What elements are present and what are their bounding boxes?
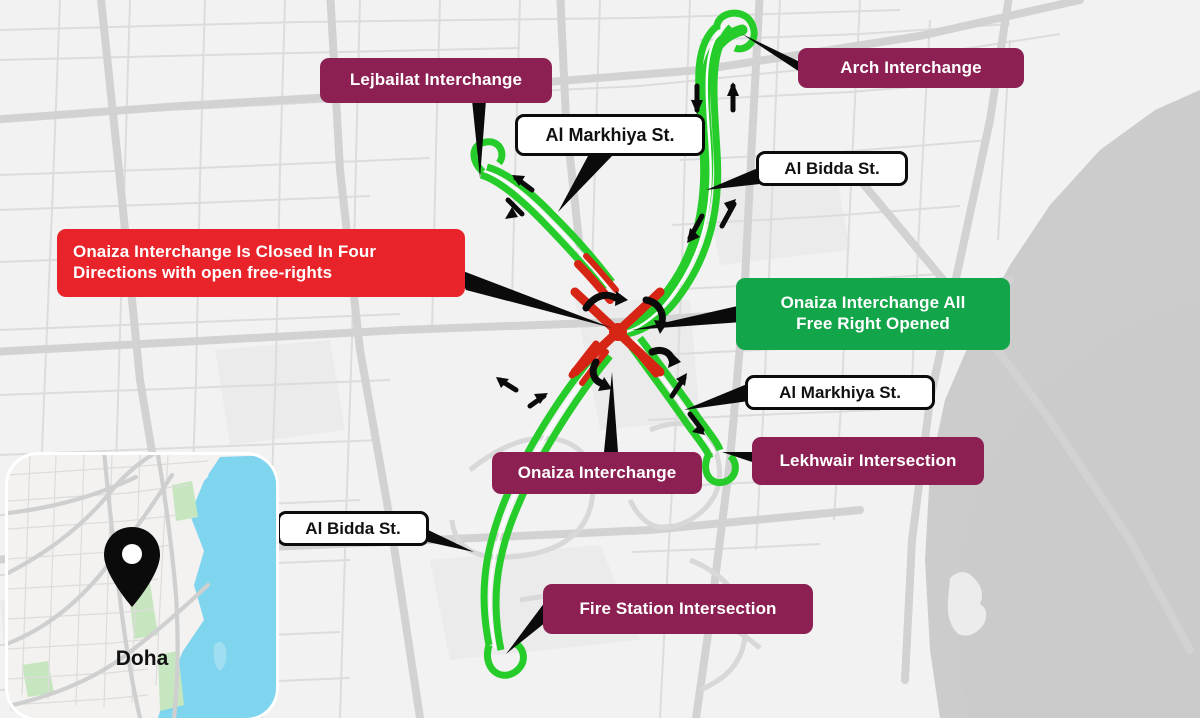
street-label-al-markhiya-right[interactable]: Al Markhiya St. <box>745 375 935 410</box>
leader-onaiza <box>604 372 618 452</box>
callout-label: Fire Station Intersection <box>579 598 777 618</box>
inset-map-graphic <box>8 455 276 718</box>
callout-label: Lekhwair Intersection <box>779 450 957 470</box>
callout-arch-interchange[interactable]: Arch Interchange <box>798 48 1024 88</box>
callout-lejbailat-interchange[interactable]: Lejbailat Interchange <box>320 58 552 103</box>
leader-al-markhiya-top <box>558 156 612 212</box>
callout-onaiza-free-right[interactable]: Onaiza Interchange All Free Right Opened <box>736 278 1010 350</box>
callout-label: Arch Interchange <box>840 57 982 77</box>
leader-lejbailat <box>472 100 486 178</box>
street-label-al-bidda-top[interactable]: Al Bidda St. <box>756 151 908 186</box>
callout-fire-station-intersection[interactable]: Fire Station Intersection <box>543 584 813 634</box>
street-label-text: Al Markhiya St. <box>545 124 675 145</box>
location-pin-icon <box>104 527 160 607</box>
route-ne <box>612 9 758 338</box>
callout-onaiza-interchange[interactable]: Onaiza Interchange <box>492 452 702 494</box>
street-label-al-bidda-bottom[interactable]: Al Bidda St. <box>277 511 429 546</box>
callout-label: Onaiza Interchange All Free Right Opened <box>780 293 966 333</box>
callout-label: Onaiza Interchange <box>517 462 677 482</box>
callout-onaiza-closed-warning[interactable]: Onaiza Interchange Is Closed In Four Dir… <box>57 229 465 297</box>
street-label-al-markhiya-top[interactable]: Al Markhiya St. <box>515 114 705 156</box>
street-label-text: Al Markhiya St. <box>779 382 901 402</box>
leader-al-bidda-bottom <box>424 528 474 552</box>
route-nw <box>470 138 619 304</box>
callout-lekhwair-intersection[interactable]: Lekhwair Intersection <box>752 437 984 485</box>
leader-al-markhiya-right <box>684 382 756 410</box>
callout-label: Onaiza Interchange Is Closed In Four Dir… <box>73 242 377 282</box>
inset-locator-map[interactable]: Doha <box>8 455 276 718</box>
leader-onaiza-closed <box>455 268 612 328</box>
leader-arch <box>742 34 806 76</box>
leader-onaiza-free <box>632 305 742 330</box>
street-label-text: Al Bidda St. <box>784 158 880 178</box>
street-label-text: Al Bidda St. <box>305 518 401 538</box>
callout-label: Lejbailat Interchange <box>349 70 523 90</box>
inset-city-label: Doha <box>115 647 169 670</box>
direction-arrowheads <box>496 82 739 435</box>
